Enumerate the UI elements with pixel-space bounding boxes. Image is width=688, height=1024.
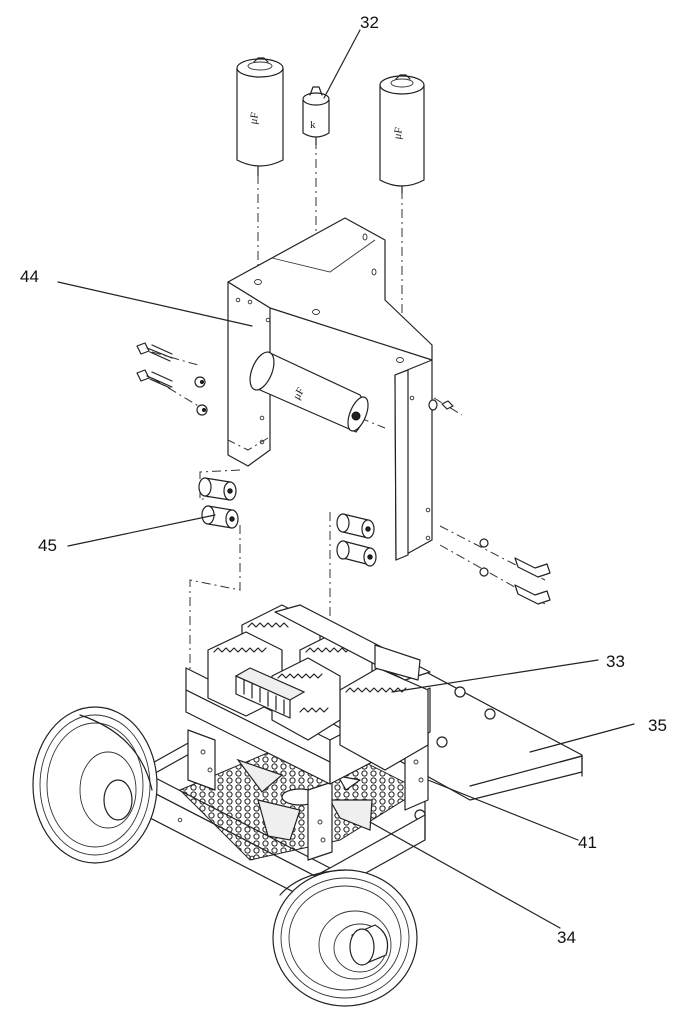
bolts-right [428, 399, 551, 605]
svg-text:μF: μF [247, 111, 261, 125]
svg-text:μF: μF [291, 386, 307, 402]
label-44: 44 [20, 267, 39, 286]
label-34: 34 [557, 928, 576, 947]
reference-numerals: 32 44 45 33 35 41 34 [20, 13, 667, 947]
wheel-right [272, 869, 418, 1007]
label-35: 35 [648, 716, 667, 735]
spacers [198, 477, 377, 567]
svg-text:μF: μF [391, 126, 405, 140]
capacitor-right: μF [379, 74, 425, 194]
capacitor-small: k [302, 86, 330, 146]
svg-text:k: k [310, 119, 316, 131]
wheel-left [32, 706, 158, 864]
label-41: 41 [578, 833, 597, 852]
label-32: 32 [360, 13, 379, 32]
bolts-left [136, 342, 208, 416]
leader-lines [57, 29, 635, 929]
capacitor-horizontal: μF [249, 351, 369, 433]
capacitor-bracket [227, 217, 433, 561]
transformer-coils [185, 604, 431, 785]
label-33: 33 [606, 652, 625, 671]
label-45: 45 [38, 536, 57, 555]
capacitor-left: μF [236, 57, 284, 177]
